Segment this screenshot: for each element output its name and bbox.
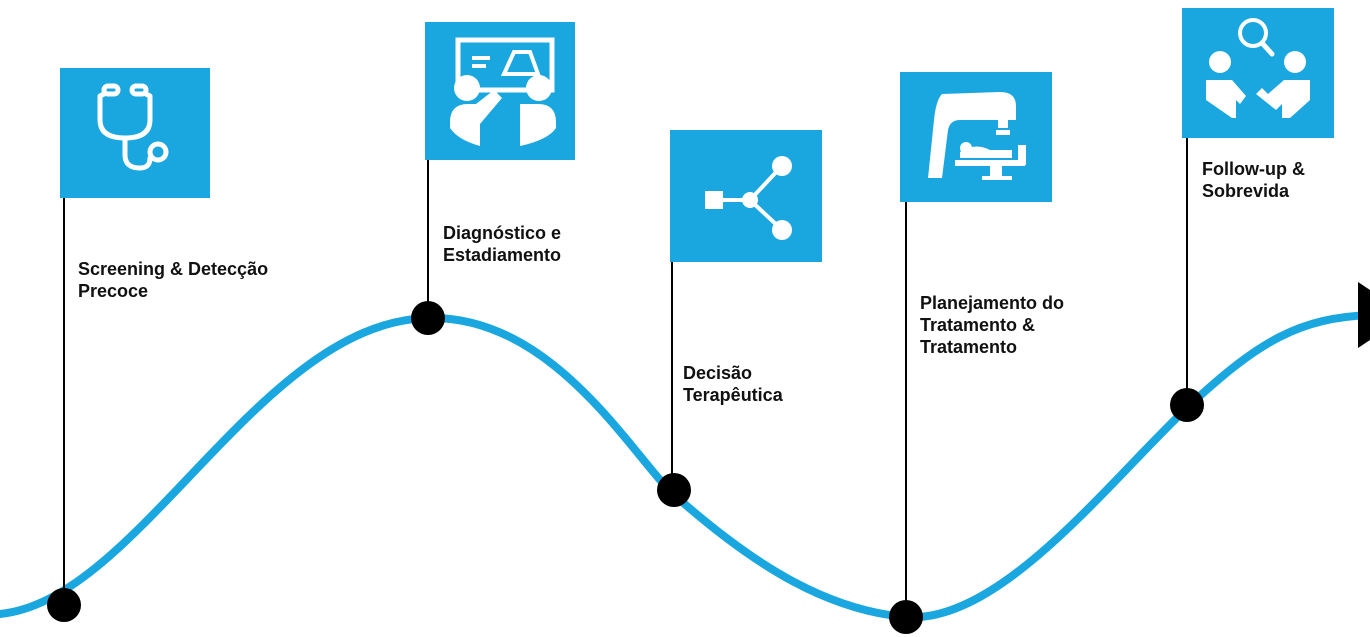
- stage-label-line: Follow-up &: [1202, 159, 1305, 179]
- stage-diagnostico: [411, 22, 575, 335]
- stage-icon-box: [900, 72, 1052, 202]
- stethoscope-icon: [97, 83, 169, 171]
- stage-label-line: Screening & Detecção: [78, 259, 269, 279]
- stage-label-line: Terapêutica: [683, 385, 783, 405]
- stage-label-line: Sobrevida: [1202, 181, 1290, 201]
- end-arrow-icon: [1358, 282, 1370, 348]
- stage-label-line: Decisão: [683, 363, 753, 383]
- stage-label-line: Estadiamento: [443, 245, 562, 265]
- journey-curve: [0, 311, 1370, 622]
- stage-label-diagnostico: Diagnóstico e Estadiamento: [443, 222, 561, 266]
- stage-marker: [889, 600, 923, 634]
- stage-screening: [47, 68, 210, 622]
- stage-label-line: Tratamento: [920, 337, 1018, 357]
- stage-label-follow-up: Follow-up & Sobrevida: [1202, 158, 1305, 202]
- radiotherapy-machine-icon: [928, 92, 1026, 180]
- stage-marker: [1170, 388, 1204, 422]
- stage-label-line: Diagnóstico e: [443, 223, 562, 243]
- stage-label-decisao: Decisão Terapêutica: [683, 362, 783, 406]
- stage-label-line: Precoce: [78, 281, 149, 301]
- stage-marker: [657, 473, 691, 507]
- decision-branch-icon: [705, 156, 792, 240]
- stage-icon-box: [1182, 8, 1334, 138]
- follow-up-search-icon: [1206, 18, 1310, 118]
- stage-decisao: [657, 130, 822, 507]
- stage-follow-up: [1170, 8, 1334, 422]
- stage-label-line: Tratamento &: [920, 315, 1036, 335]
- stage-marker: [411, 301, 445, 335]
- stage-label-screening: Screening & Detecção Precoce: [78, 258, 268, 302]
- stage-label-line: Planejamento do: [920, 293, 1065, 313]
- stage-marker: [47, 588, 81, 622]
- ultrasound-consultation-icon: [450, 37, 556, 146]
- stage-icon-box: [60, 68, 210, 198]
- stage-tratamento: [889, 72, 1052, 634]
- stage-label-tratamento: Planejamento do Tratamento & Tratamento: [920, 292, 1064, 358]
